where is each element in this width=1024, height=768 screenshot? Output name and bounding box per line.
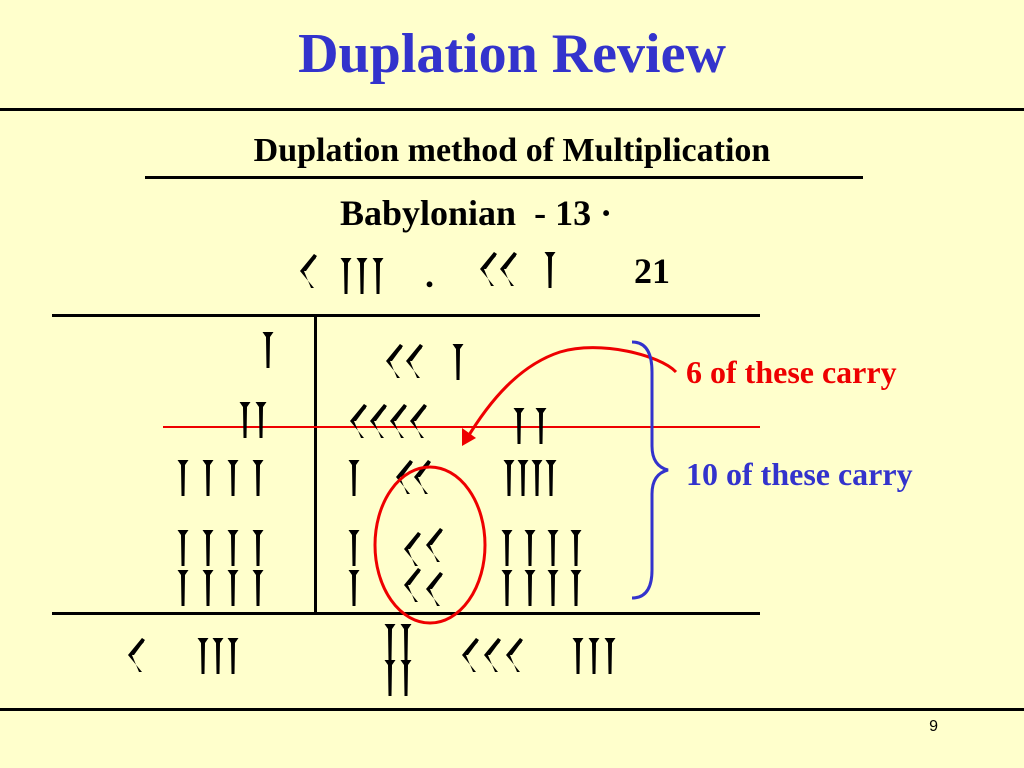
slide-subtitle: Duplation method of Multiplication bbox=[253, 132, 771, 169]
row1-right bbox=[386, 344, 464, 380]
red-circle-highlight bbox=[373, 465, 487, 625]
red-guide-line bbox=[163, 426, 760, 428]
red-arrow-head bbox=[462, 428, 476, 446]
problem-statement: Babylonian - 13 · bbox=[340, 193, 613, 233]
table-divider bbox=[314, 314, 317, 614]
multiply-dot: . bbox=[425, 255, 434, 295]
slide-title: Duplation Review bbox=[298, 23, 726, 85]
result-right bbox=[384, 624, 616, 696]
row4-left bbox=[177, 530, 264, 606]
bottom-rule bbox=[0, 708, 1024, 711]
row4-right bbox=[348, 528, 582, 606]
row1-left bbox=[262, 332, 274, 368]
row3-left bbox=[177, 460, 264, 496]
top-rule bbox=[0, 108, 1024, 111]
table-bottom-rule bbox=[52, 612, 760, 615]
red-carry-note: 6 of these carry bbox=[686, 354, 897, 390]
blue-brace bbox=[631, 340, 669, 600]
subtitle-rule bbox=[145, 176, 863, 179]
row2-right bbox=[350, 404, 547, 444]
page-number: 9 bbox=[929, 718, 938, 735]
header-thirteen bbox=[300, 254, 384, 294]
header-twenty-one bbox=[480, 252, 556, 288]
table-top-rule bbox=[52, 314, 760, 317]
result-left bbox=[128, 638, 239, 674]
row2-left bbox=[239, 402, 267, 438]
blue-carry-note: 10 of these carry bbox=[686, 456, 913, 492]
second-factor: 21 bbox=[634, 251, 670, 291]
row3-right bbox=[348, 460, 557, 496]
